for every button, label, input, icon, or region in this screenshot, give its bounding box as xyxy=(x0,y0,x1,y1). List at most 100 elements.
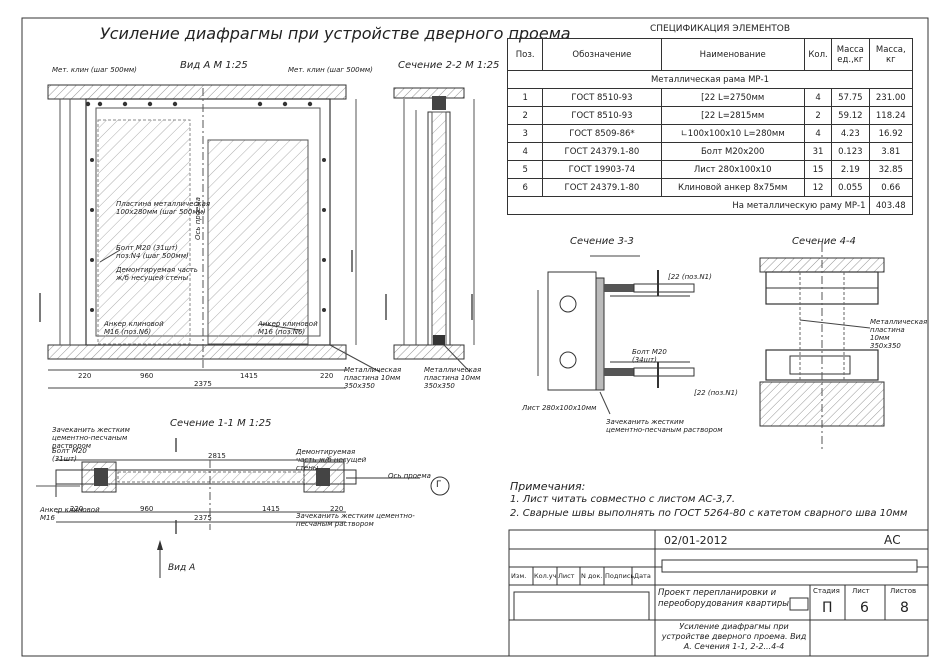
tb-col-ndok: N док. xyxy=(581,572,603,580)
sheet-value: 6 xyxy=(860,600,869,616)
dim-220-right: 220 xyxy=(320,372,334,380)
section-2-2-drawing xyxy=(385,87,475,360)
anker-left-label: Анкер клиновой М16 (поз.N6) xyxy=(104,320,164,336)
view-a-title: Вид А М 1:25 xyxy=(180,60,248,71)
spec-cell: 231.00 xyxy=(868,88,914,107)
met-plastina-2-label: Металлическая пластина 10мм 350х350 xyxy=(424,366,482,390)
bolt-31-label: Болт М20 (31шт) xyxy=(52,447,87,463)
spec-cell: 5 xyxy=(506,160,544,179)
sec11-dim-220-left: 220 xyxy=(70,505,84,513)
sheets-value: 8 xyxy=(900,600,909,616)
note-1: 1. Лист читать совместно с листом АС-3,7… xyxy=(510,494,736,505)
spec-cell: 3.81 xyxy=(868,142,914,161)
met-plastina-3-label: Металлическая пластина 10мм 350х350 xyxy=(870,318,928,350)
spec-h-name: Наименование xyxy=(660,38,805,71)
dim-220-left: 220 xyxy=(78,372,92,380)
section-1-1-drawing xyxy=(36,438,450,578)
sec11-dim-2815: 2815 xyxy=(208,452,226,460)
view-a-drawing xyxy=(39,84,357,389)
tb-col-izm: Изм. xyxy=(511,572,527,580)
spec-cell: ГОСТ 24379.1-80 xyxy=(542,142,662,161)
doc-code: 02/01-2012 xyxy=(664,534,728,547)
spec-cell: 16.92 xyxy=(868,124,914,143)
sheet-border xyxy=(21,17,929,657)
section-4-4-drawing xyxy=(759,244,885,450)
stage-header: Стадия xyxy=(813,587,840,595)
zachek-3-label: Зачеканить жестким цементно-песчаным рас… xyxy=(606,418,723,434)
spec-cell: ГОСТ 8510-93 xyxy=(542,88,662,107)
spec-h-mass: Масса, кг xyxy=(868,38,914,71)
dim-960: 960 xyxy=(140,372,154,380)
sheet-header: Лист xyxy=(852,587,870,595)
spec-cell: [22 L=2750мм xyxy=(660,88,805,107)
spec-cell: 2 xyxy=(803,106,833,125)
bolt-34-label: Болт М20 (34шт) xyxy=(632,348,667,364)
sec11-dim-960: 960 xyxy=(140,505,154,513)
spec-cell: Клиновой анкер 8х75мм xyxy=(660,178,805,197)
met-klin-right: Мет. клин (шаг 500мм) xyxy=(288,66,373,74)
spec-cell: 0.66 xyxy=(868,178,914,197)
spec-cell: 4 xyxy=(803,88,833,107)
table-row: 4 ГОСТ 24379.1-80 Болт М20х200 31 0.123 … xyxy=(506,142,914,161)
spec-cell: 2 xyxy=(506,106,544,125)
spec-cell: Лист 280х100х10 xyxy=(660,160,805,179)
tb-col-sign: Подпись xyxy=(605,572,635,580)
table-row: 6 ГОСТ 24379.1-80 Клиновой анкер 8х75мм … xyxy=(506,178,914,197)
spec-cell: 1 xyxy=(506,88,544,107)
spec-cell: 3 xyxy=(506,124,544,143)
spec-cell: 0.055 xyxy=(831,178,870,197)
project-name: Проект перепланировки и переоборудования… xyxy=(658,588,790,609)
notes-heading: Примечания: xyxy=(510,480,586,493)
spec-cell: 6 xyxy=(506,178,544,197)
anker-right-label: Анкер клиновой М16 (поз.N6) xyxy=(258,320,318,336)
spec-cell: 2.19 xyxy=(831,160,870,179)
spec-title: СПЕЦИФИКАЦИЯ ЭЛЕМЕНТОВ xyxy=(650,24,791,34)
spec-cell: ∟100х100х10 L=280мм xyxy=(660,124,805,143)
section-4-4-title: Сечение 4-4 xyxy=(792,236,856,247)
met-plastina-1-label: Металлическая пластина 10мм 350х350 xyxy=(344,366,402,390)
list-280-label: Лист 280х100х10мм xyxy=(522,404,597,412)
section-3-3-drawing xyxy=(537,255,695,391)
spec-cell: 57.75 xyxy=(831,88,870,107)
spec-group: Металлическая рама МР-1 xyxy=(507,70,913,89)
spec-cell: 15 xyxy=(803,160,833,179)
spec-cell: 31 xyxy=(803,142,833,161)
leader-lines xyxy=(99,249,871,415)
demont-label: Демонтируемая часть ж/б несущей стены xyxy=(116,266,198,282)
spec-cell: 118.24 xyxy=(868,106,914,125)
title-block-frame xyxy=(508,529,929,657)
dim-1415: 1415 xyxy=(240,372,258,380)
spec-total-row: На металлическую раму МР-1 403.48 xyxy=(507,196,914,215)
table-row: 5 ГОСТ 19903-74 Лист 280х100х10 15 2.19 … xyxy=(506,160,914,179)
main-title: Усиление диафрагмы при устройстве дверно… xyxy=(100,24,571,43)
sec11-dim-2375: 2375 xyxy=(194,514,212,522)
spec-h-doc: Обозначение xyxy=(542,38,662,71)
bolt-label: Болт М20 (31шт) поз.N4 (шаг 500мм) xyxy=(116,244,189,260)
plastina-label: Пластина металлическая 100х280мм (шаг 50… xyxy=(116,200,211,216)
spec-total-label: На металлическую раму МР-1 xyxy=(507,196,870,215)
spec-h-qty: Кол. xyxy=(803,38,833,71)
zachek-1-label: Зачеканить жестким цементно-песчаным рас… xyxy=(52,426,130,450)
drawing-title: Усиление диафрагмы при устройстве дверно… xyxy=(661,622,807,651)
spec-cell: ГОСТ 8510-93 xyxy=(542,106,662,125)
spec-cell: ГОСТ 19903-74 xyxy=(542,160,662,179)
sec11-dim-220-right: 220 xyxy=(330,505,344,513)
spec-total-value: 403.48 xyxy=(868,196,914,215)
os-proema-label: Ось проема xyxy=(194,197,202,240)
c22-n1-a-label: [22 (поз.N1) xyxy=(668,273,712,281)
spec-cell: [22 L=2815мм xyxy=(660,106,805,125)
section-1-1-title: Сечение 1-1 М 1:25 xyxy=(170,418,272,429)
spec-cell: 4.23 xyxy=(831,124,870,143)
os-proema-2-label: Ось проема xyxy=(388,472,431,480)
table-row: 2 ГОСТ 8510-93 [22 L=2815мм 2 59.12 118.… xyxy=(506,106,914,125)
section-3-3-title: Сечение 3-3 xyxy=(570,236,634,247)
dim-2375: 2375 xyxy=(194,380,212,388)
spec-cell: 59.12 xyxy=(831,106,870,125)
table-row: 1 ГОСТ 8510-93 [22 L=2750мм 4 57.75 231.… xyxy=(506,88,914,107)
sec11-dim-1415: 1415 xyxy=(262,505,280,513)
demont-2-label: Демонтируемая часть ж/б несущей стены xyxy=(296,448,367,472)
axis-g-label: Г xyxy=(436,480,442,490)
spec-cell: ГОСТ 24379.1-80 xyxy=(542,178,662,197)
